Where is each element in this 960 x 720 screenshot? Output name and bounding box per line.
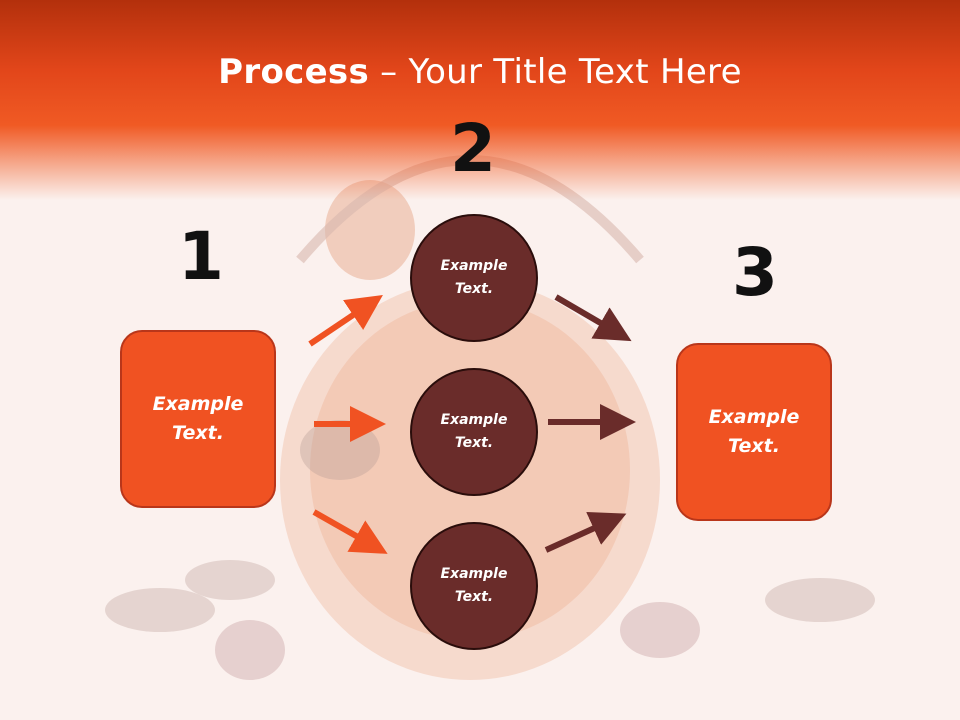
arrow-top-to-right [554,294,632,342]
circle-middle-text: Example Text. [440,412,508,451]
circle-bottom-text: Example Text. [440,566,508,605]
step-number-3: 3 [732,234,778,311]
slide-title: Process – Your Title Text Here [0,52,960,92]
title-strong: Process [218,52,370,92]
title-rest: – Your Title Text Here [369,52,742,92]
box-left: Example Text. [120,330,276,508]
circle-top: Example Text. [410,214,538,342]
title-bar [0,0,960,200]
step-number-2: 2 [450,110,496,187]
box-right: Example Text. [676,343,832,521]
circle-bottom: Example Text. [410,522,538,650]
circle-top-text: Example Text. [440,258,508,297]
arrow-bottom-to-right [544,512,627,553]
step-number-1: 1 [178,218,224,295]
arrow-left-to-bottom [312,509,388,554]
arrow-left-to-top [308,294,383,347]
circle-middle: Example Text. [410,368,538,496]
box-right-text: Example Text. [708,406,800,457]
box-left-text: Example Text. [152,393,244,444]
